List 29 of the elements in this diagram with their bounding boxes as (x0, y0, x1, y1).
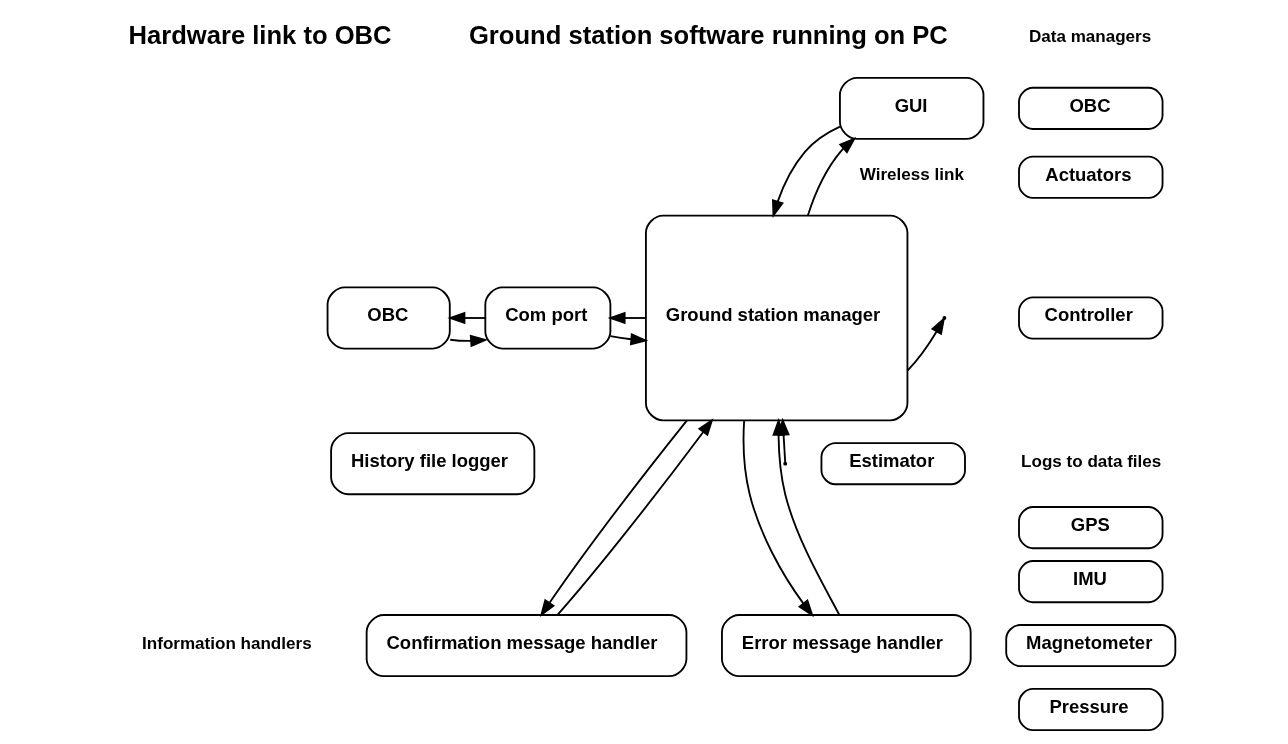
arrow (448, 334, 488, 348)
node-box: GUI (838, 76, 984, 140)
node-box: Com port (483, 286, 611, 350)
arrow (446, 311, 486, 325)
arrow (771, 125, 841, 218)
node-box: OBC (1017, 86, 1163, 130)
label: Wireless link (859, 165, 964, 185)
node-box: History file logger (329, 432, 535, 496)
label: Information handlers (141, 633, 312, 653)
node-box: Magnetometer (1004, 624, 1176, 668)
arrow (609, 332, 648, 346)
label: Logs to data files (1020, 451, 1161, 471)
label: Data managers (1028, 27, 1151, 47)
node-box: Confirmation message handler (365, 614, 687, 678)
node-box: IMU (1017, 560, 1163, 604)
node-box: OBC (326, 286, 451, 350)
arrow (607, 311, 646, 325)
node-box: Actuators (1017, 155, 1163, 199)
arrow (539, 419, 688, 618)
node-box: Estimator (820, 442, 966, 486)
node-box: Controller (1017, 296, 1163, 340)
node-box: Ground station manager (644, 214, 908, 422)
node-box: Error message handler (720, 614, 972, 678)
node-box: Pressure (1017, 688, 1163, 732)
label: Hardware link to OBC (128, 21, 392, 50)
label: Ground station software running on PC (468, 21, 948, 50)
arrow (806, 137, 856, 217)
arrow (556, 418, 713, 616)
node-box: GPS (1017, 506, 1163, 550)
